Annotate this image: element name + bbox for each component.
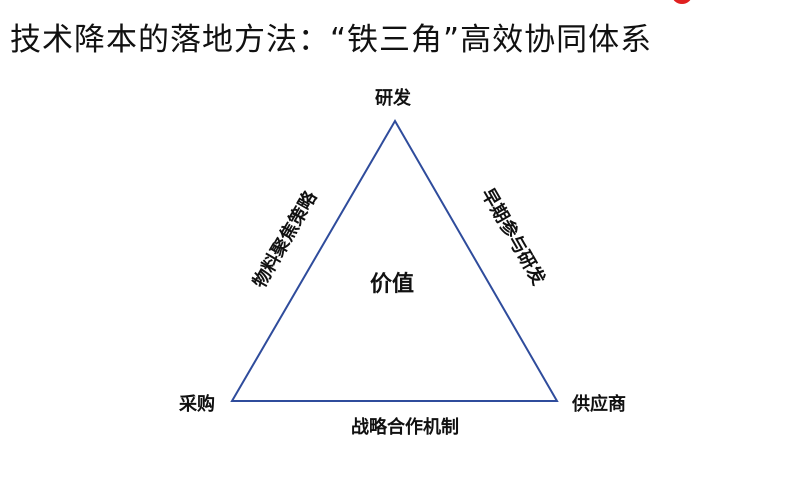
vertex-label-procurement: 采购: [179, 394, 215, 415]
center-label-value: 价值: [369, 272, 415, 297]
edge-label-bottom: 战略合作机制: [351, 417, 459, 438]
page-title: 技术降本的落地方法：“铁三角”高效协同体系: [10, 22, 653, 58]
vertex-label-supplier: 供应商: [572, 394, 626, 415]
triangle-outline: [230, 119, 559, 402]
vertex-label-rnd: 研发: [375, 88, 411, 109]
red-logo-fragment: [672, 0, 692, 4]
